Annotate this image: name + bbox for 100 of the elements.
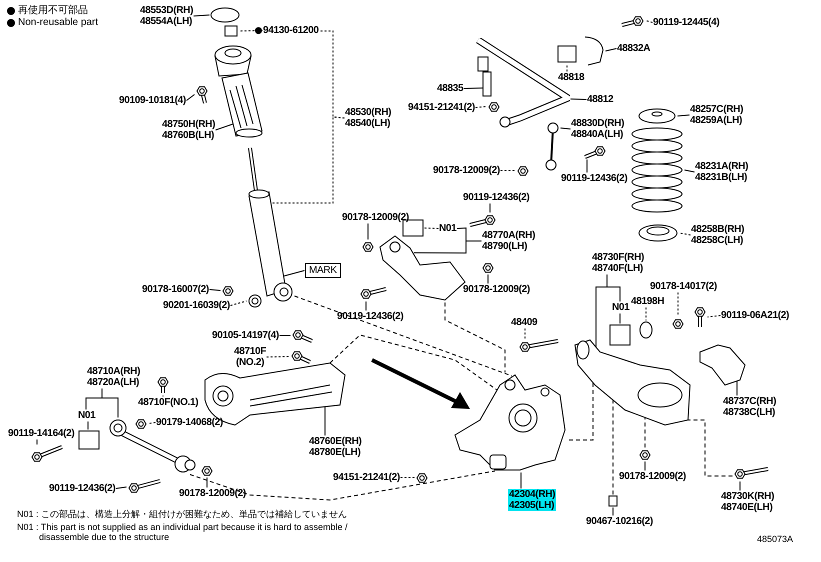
bolt-icon: [583, 144, 607, 159]
leader-line: [612, 507, 614, 516]
leader-line: [209, 289, 221, 291]
shock-absorber-picture: [247, 146, 294, 303]
leader-line: [206, 477, 208, 488]
leader-line: [279, 335, 291, 336]
part-number: 48812: [587, 94, 614, 105]
legend-text: Non-reusable part: [18, 17, 98, 28]
leader-line: [266, 356, 290, 358]
part-number: 90201-16039(2): [163, 300, 230, 311]
leader-line: [644, 461, 646, 471]
part-number: 48257C(RH) 48259A(LH): [690, 104, 744, 126]
assembly-line: [318, 30, 345, 118]
leader-line: [238, 27, 263, 34]
note-reference: N01: [612, 302, 630, 313]
note-reference: N01: [78, 410, 96, 421]
legend-text: 再使用不可部品: [18, 5, 88, 16]
part-number: 90105-14197(4): [212, 330, 279, 341]
bolt-icon: [693, 305, 707, 329]
part-number: 90178-12009(2): [619, 471, 686, 482]
part-number: 90119-12436(2): [561, 173, 628, 184]
nut-icon: [221, 284, 235, 297]
nut-icon: [671, 317, 685, 330]
leader-line: [500, 170, 516, 171]
leader-line: [102, 388, 118, 418]
leader-line: [679, 232, 691, 236]
assembly-line: [444, 302, 506, 373]
bushing-picture: [78, 430, 100, 450]
bump-stop-picture: [639, 321, 653, 339]
nut-icon: [134, 417, 148, 430]
part-number: 90109-10181(4): [119, 95, 186, 106]
leader-line: [520, 472, 522, 489]
part-number: 90178-12009(2): [433, 165, 500, 176]
part-number: 90178-12009(2): [179, 488, 246, 499]
leader-line: [524, 328, 526, 339]
assembly-line: [567, 382, 594, 440]
assembly-line: [190, 470, 496, 500]
leader-line: [186, 94, 195, 101]
bracket-picture: [476, 55, 493, 98]
leader-line: [605, 48, 617, 52]
assembly-line: [294, 296, 512, 376]
part-number: 48760E(RH) 48780E(LH): [309, 436, 362, 458]
coil-spring-picture: [630, 126, 684, 214]
nut-icon: [361, 240, 375, 253]
leader-line: [215, 124, 234, 130]
leader-line: [324, 406, 326, 436]
leader-line: [707, 315, 721, 318]
bolt-icon: [733, 467, 770, 481]
part-number: 90467-10216(2): [586, 516, 653, 527]
bolt-icon: [195, 84, 209, 105]
part-number: 48835: [437, 83, 464, 94]
nut-icon: [224, 25, 238, 37]
leader-line: [424, 228, 439, 229]
clip-icon: [608, 495, 618, 507]
part-number: 90119-12436(2): [337, 311, 404, 322]
part-number: 48710F (NO.2): [234, 346, 266, 368]
leader-line: [586, 159, 588, 173]
part-number: 90119-14164(2): [8, 428, 74, 439]
part-number: 90119-06A21(2): [721, 310, 790, 321]
leader-line: [463, 88, 484, 89]
bushing-picture: [609, 324, 631, 346]
part-number: 90119-12436(2): [463, 192, 530, 203]
part-number: 48231A(RH) 48231B(LH): [695, 161, 748, 183]
part-number: 48818: [558, 72, 584, 83]
leader-line: [475, 106, 487, 108]
part-number: 48710F(NO.1): [138, 397, 198, 408]
part-number: 48258B(RH) 48258C(LH): [691, 224, 744, 246]
part-number: 90178-16007(2): [142, 284, 209, 295]
note-reference: N01: [439, 223, 456, 234]
leader-line: [566, 63, 568, 72]
part-number: 48832A: [617, 43, 650, 54]
washer-icon: [247, 293, 263, 309]
note-text: N01 : この部品は、構造上分解・組付けが困難なため、単品では補給していません: [17, 509, 348, 519]
nut-icon: [516, 164, 530, 177]
part-number: 94130-61200: [263, 25, 319, 36]
leader-line: [736, 380, 738, 396]
highlighted-part-number: 42304(RH) 42305(LH): [508, 489, 556, 511]
bolt-icon: [30, 445, 64, 464]
leader-line: [645, 20, 653, 23]
bolt-icon: [359, 287, 388, 301]
stabilizer-link-picture: [544, 121, 560, 172]
part-number: 48198H: [631, 296, 664, 307]
leader-line: [284, 270, 305, 276]
part-number: 90178-12009(2): [342, 212, 409, 223]
part-number: 48409: [511, 317, 538, 328]
part-number: 48710A(RH) 48720A(LH): [87, 366, 140, 388]
assembly-line: [330, 334, 498, 390]
part-number: 90178-12009(2): [463, 284, 530, 295]
knuckle-picture: [453, 373, 567, 472]
nut-icon: [481, 261, 495, 274]
part-number: 48530(RH) 48540(LH): [345, 107, 392, 129]
part-number: 48553D(RH) 48554A(LH): [140, 5, 194, 27]
leader-line: [596, 274, 608, 348]
nut-icon: [487, 100, 501, 113]
part-number: 94151-21241(2): [408, 102, 475, 113]
leader-line: [684, 170, 695, 172]
part-number: 94151-21241(2): [333, 472, 400, 483]
leader-line: [677, 114, 690, 116]
leader-line: [148, 422, 156, 424]
part-number: 48737C(RH) 48738C(LH): [723, 396, 776, 418]
